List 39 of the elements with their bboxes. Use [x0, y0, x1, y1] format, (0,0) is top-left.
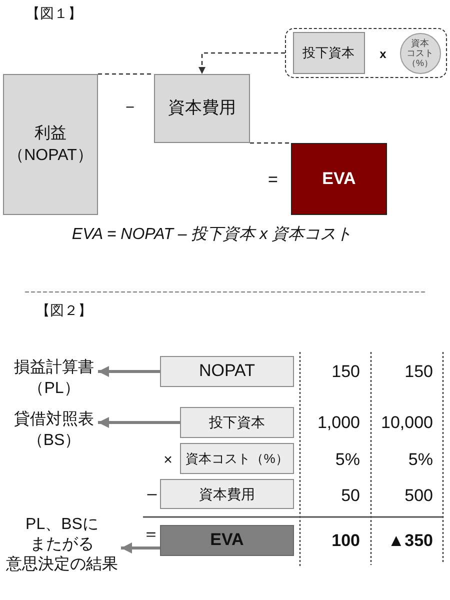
statement-label: 損益計算書（PL）: [10, 357, 98, 399]
figure-heading: 【図２】: [36, 302, 92, 318]
operator-sign: –: [147, 484, 157, 504]
formula-text: EVA = NOPAT – 投下資本 x 資本コスト: [72, 226, 352, 244]
value-text: 150: [332, 362, 360, 382]
arrow: [98, 417, 180, 428]
dashed-connector: [98, 73, 154, 75]
operator-sign: x: [380, 48, 386, 62]
term-box: 利益（NOPAT）: [3, 74, 98, 215]
operator-sign: =: [268, 170, 278, 190]
value-text: 150: [404, 362, 433, 382]
result-box: EVA: [291, 143, 387, 215]
term-box: 資本費用: [154, 74, 250, 143]
dashed-group-frame: [285, 28, 447, 78]
value-text: 500: [404, 486, 433, 506]
result-note: PL、BSにまたがる意思決定の結果: [3, 515, 121, 575]
value-text: 5%: [335, 450, 360, 470]
result-box: EVA: [160, 525, 294, 556]
term-box: 投下資本: [180, 407, 294, 438]
value-text: 10,000: [381, 413, 433, 433]
value-text: 1,000: [317, 413, 360, 433]
operator-sign: ×: [164, 451, 172, 469]
value-text: ▲350: [388, 531, 433, 551]
term-box: NOPAT: [160, 356, 294, 387]
rate-circle: 資本コスト（%）: [400, 32, 440, 74]
value-text: 50: [341, 486, 360, 506]
term-box: 資本コスト（%）: [180, 443, 294, 474]
term-box: 資本費用: [160, 479, 294, 509]
arrow: [98, 366, 160, 377]
dashed-connector: [250, 142, 291, 144]
value-text: 5%: [408, 450, 433, 470]
term-box: 投下資本: [292, 32, 364, 74]
operator-sign: ＝: [142, 526, 160, 542]
value-text: 100: [332, 531, 360, 551]
arrow: [121, 542, 160, 554]
dashed-arrow: [198, 52, 285, 74]
statement-label: 貸借対照表（BS）: [10, 409, 98, 451]
operator-sign: －: [122, 97, 138, 117]
figure-heading: 【図１】: [26, 4, 82, 22]
